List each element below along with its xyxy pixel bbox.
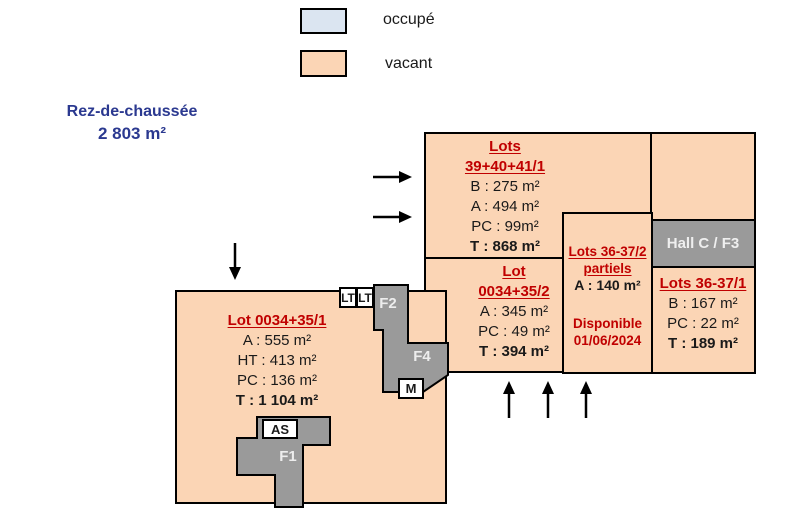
lot-0034-35-1-area-a: A : 555 m² [242,332,312,349]
arrow-right-icon-1 [373,171,412,183]
lot-0034-35-1-title: Lot 0034+35/1 [227,312,327,329]
lot-36-37-1-title: Lots 36-37/1 [659,275,747,292]
lot-0034-35-2-total: T : 394 m² [478,343,550,360]
legend-occupied-swatch [300,8,347,34]
legend-vacant-label: vacant [385,55,433,72]
lot-36-37-2-area: A : 140 m² [574,277,641,293]
lot-box-39-40-41-1: Lots 39+40+41/1 B : 275 m² A : 494 m² PC… [424,132,652,259]
lot-0034-35-1-area-ht: HT : 413 m² [237,352,317,369]
tag-lt-1: LT [339,287,357,308]
lot-0034-35-1-total: T : 1 104 m² [235,392,319,409]
lot-36-37-1-area-b: B : 167 m² [668,295,738,312]
vacant-box-top-right [650,132,756,221]
lot-39-40-41-title-line1: Lots [489,138,521,155]
label-f4: F4 [413,348,431,365]
arrow-up-icon-2 [542,381,554,418]
arrow-down-icon [229,243,241,280]
lot-36-37-1-total: T : 189 m² [667,335,739,352]
legend-occupied-label: occupé [383,11,435,28]
lot-box-36-37-2-partiels: Lots 36-37/2 partiels A : 140 m² Disponi… [562,212,653,374]
tag-m: M [398,378,424,399]
lot-box-36-37-1: Lots 36-37/1 B : 167 m² PC : 22 m² T : 1… [650,266,756,374]
arrow-up-icon-3 [580,381,592,418]
lot-36-37-2-availability-line2: 01/06/2024 [573,333,642,348]
label-f1: F1 [279,448,297,465]
lot-39-40-41-title-line2: 39+40+41/1 [464,158,546,175]
lot-36-37-2-availability-line1: Disponible [572,316,642,331]
floor-title-area: 2 803 m² [97,124,167,143]
arrow-up-icon-1 [503,381,515,418]
hall-c-f3-box: Hall C / F3 [650,219,756,268]
lot-36-37-2-title-line1: Lots 36-37/2 [568,244,647,259]
lot-0034-35-1-area-pc: PC : 136 m² [236,372,318,389]
tag-lt-2: LT [356,287,374,308]
label-f2: F2 [379,295,397,312]
lot-39-40-41-area-pc: PC : 99m² [471,218,539,235]
floor-title-name: Rez-de-chaussée [66,103,198,120]
tag-as: AS [262,419,298,439]
floor-title: Rez-de-chaussée 2 803 m² [32,103,232,144]
lot-0034-35-2-title-line1: Lot [502,263,526,280]
lot-36-37-1-area-pc: PC : 22 m² [667,315,739,332]
legend-vacant-swatch [300,50,347,77]
arrow-right-icon-2 [373,211,412,223]
lot-39-40-41-area-b: B : 275 m² [470,178,540,195]
lot-39-40-41-area-a: A : 494 m² [470,198,540,215]
lot-0034-35-2-area-pc: PC : 49 m² [478,323,550,340]
lot-0034-35-2-title-line2: 0034+35/2 [478,283,550,300]
lot-39-40-41-total: T : 868 m² [469,238,541,255]
lot-0034-35-2-area-a: A : 345 m² [479,303,549,320]
lot-36-37-2-title-line2: partiels [583,261,632,276]
hall-c-f3-label: Hall C / F3 [666,235,740,252]
